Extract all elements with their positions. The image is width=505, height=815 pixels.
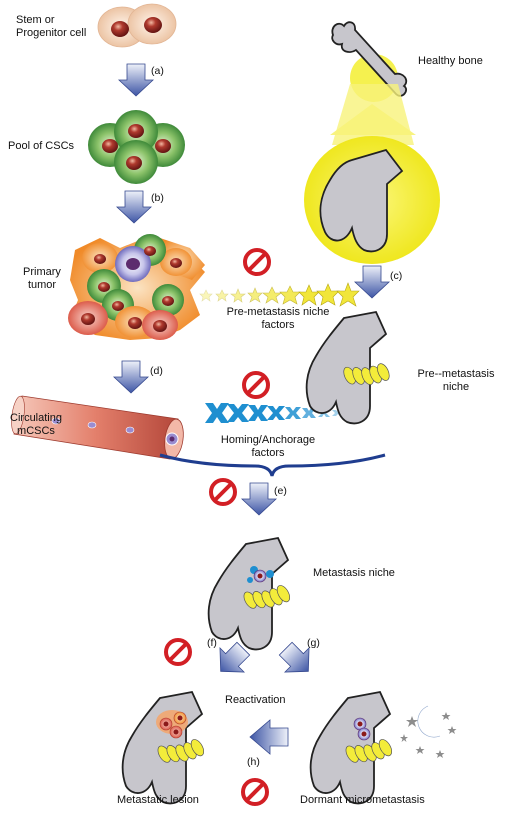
arrow-c: [354, 265, 390, 299]
step-a: (a): [151, 65, 164, 77]
stem-cell-pair: [97, 3, 177, 48]
label-stem-line1: Stem or: [16, 14, 55, 26]
label-stem-line2: Progenitor cell: [16, 27, 87, 39]
label-circulating-line2: mCSCs: [17, 425, 55, 437]
arrow-h: [249, 719, 289, 755]
label-pre-niche-factors: Pre-metastasis niche factors: [208, 306, 348, 332]
inhibit-icon-f: [164, 638, 192, 666]
label-circulating: Circulating mCSCs: [2, 412, 70, 438]
primary-tumor-cluster: [68, 234, 205, 340]
arrow-d: [113, 360, 149, 394]
label-pool-cscs: Pool of CSCs: [8, 140, 75, 152]
label-metastatic-lesion: Metastatic lesion: [117, 794, 199, 806]
arrow-e: [241, 482, 277, 516]
label-homing-line1: Homing/Anchorage: [220, 434, 316, 446]
label-homing: Homing/Anchorage factors: [208, 434, 328, 460]
label-circulating-line1: Circulating: [10, 412, 62, 424]
label-pre-niche-line2: niche: [442, 381, 470, 393]
inhibit-icon-pre-niche: [243, 248, 271, 276]
step-f: (f): [207, 637, 217, 649]
healthy-bone-icon: [304, 21, 440, 264]
step-b: (b): [151, 192, 164, 204]
inhibit-icon-e: [209, 478, 237, 506]
label-primary-tumor: Primary tumor: [14, 266, 70, 292]
dormant-micrometastasis-bone: [309, 690, 395, 805]
csc-pool-cluster: [88, 110, 185, 184]
brace: [159, 453, 386, 477]
blood-vessel: [11, 395, 184, 460]
label-primary-line1: Primary: [23, 266, 61, 278]
step-c: (c): [390, 270, 403, 282]
label-pre-niche-factors-line1: Pre-metastasis niche: [226, 306, 330, 318]
step-g: (g): [307, 637, 320, 649]
label-pre-niche: Pre--metastasis niche: [410, 368, 502, 394]
label-homing-line2: factors: [251, 447, 285, 459]
label-primary-line2: tumor: [27, 279, 57, 291]
label-reactivation: Reactivation: [225, 694, 286, 706]
moon-stars-icon: [400, 705, 457, 758]
pre-niche-bone: [305, 310, 393, 425]
step-d: (d): [150, 365, 163, 377]
inhibit-icon-h: [241, 778, 269, 806]
label-pre-niche-line1: Pre--metastasis: [417, 368, 495, 380]
label-metastasis-niche: Metastasis niche: [313, 567, 395, 579]
label-pre-niche-factors-line2: factors: [261, 319, 295, 331]
metastatic-lesion-bone: [121, 690, 207, 805]
pre-niche-factor-stars: [199, 282, 360, 307]
step-h: (h): [247, 756, 260, 768]
label-dormant: Dormant micrometastasis: [300, 794, 425, 806]
step-e: (e): [274, 485, 287, 497]
arrow-b: [116, 190, 152, 224]
label-stem-cell: Stem or Progenitor cell: [16, 14, 86, 40]
metastasis-niche-bone: [207, 536, 293, 651]
inhibit-icon-homing: [242, 371, 270, 399]
label-healthy-bone: Healthy bone: [418, 55, 483, 67]
arrow-a: [118, 63, 154, 97]
